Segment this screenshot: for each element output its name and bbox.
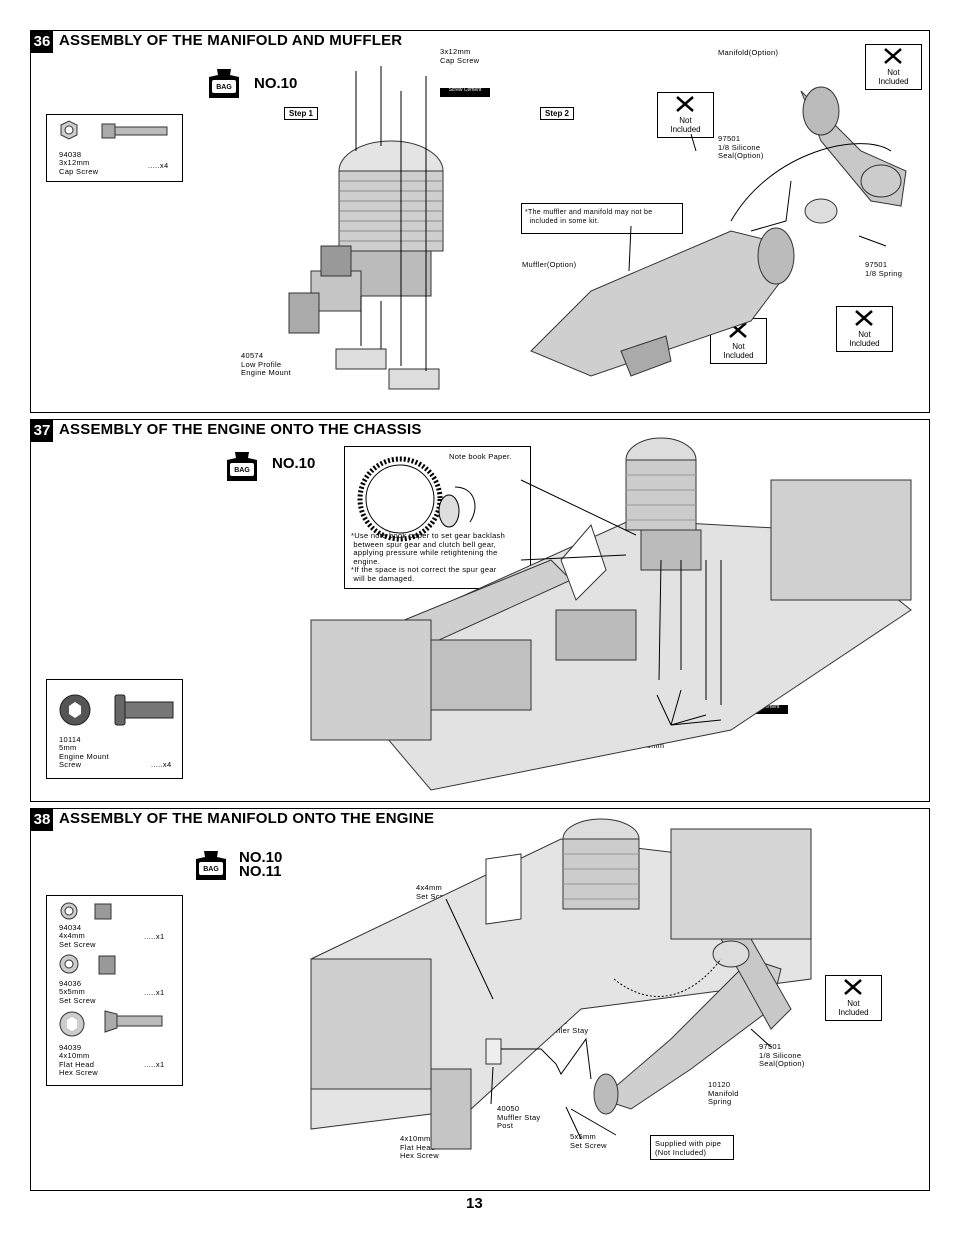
- bag-number: NO.10: [254, 75, 298, 92]
- part-code: 94038: [59, 150, 82, 159]
- part-desc: 5mm Engine Mount Screw: [59, 743, 109, 769]
- step-2-tag: Step 2: [540, 107, 575, 120]
- flat-head-callout: 4x10mm Flat Head Hex Screw: [400, 1134, 439, 1160]
- part-desc: 5x5mm Set Screw: [59, 987, 96, 1005]
- step-number: 38: [31, 809, 53, 831]
- bag-icon: BAG: [206, 63, 242, 99]
- set-screw-5-callout: 5x5mm Set Screw: [570, 1132, 607, 1150]
- spur-gear-illustration: [357, 456, 476, 542]
- manifold-callout: Manifold(Option): [718, 48, 779, 57]
- parts-box: 10114 5mm Engine Mount Screw .....x4: [46, 679, 183, 779]
- part-code: 94034: [59, 923, 82, 932]
- silicone-seal-callout: 97501 1/8 Silicone Seal(Option): [759, 1042, 805, 1068]
- not-included-box: Not Included: [865, 44, 922, 90]
- set-screw-4-callout: 4x4mm Set Screw: [416, 883, 453, 901]
- part-qty: .....x4: [151, 760, 172, 769]
- mount-screw-callout: 10114 Engine Mount Screw 5mm: [622, 724, 672, 750]
- part-desc: 4x4mm Set Screw: [59, 931, 96, 949]
- manifold-spring-callout: 10120 Manifold Spring: [708, 1080, 739, 1106]
- part-code: 94039: [59, 1043, 82, 1052]
- spring-callout: 97501 1/8 Spring: [865, 260, 903, 278]
- svg-text:BAG: BAG: [234, 467, 250, 474]
- screw-cement-tag: Screw Cement: [440, 88, 490, 97]
- step-number: 37: [31, 420, 53, 442]
- bag-icon: BAG: [193, 845, 229, 881]
- step-title: ASSEMBLY OF THE MANIFOLD AND MUFFLER: [59, 32, 403, 49]
- muffler-note: *The muffler and manifold may not be inc…: [521, 203, 683, 234]
- bag-number: NO.11: [239, 863, 282, 880]
- part-qty: .....x1: [144, 988, 165, 997]
- gear-note-text: *Use note book paper to set gear backlas…: [351, 531, 506, 583]
- not-included-box: Not Included: [825, 975, 882, 1021]
- page-number: 13: [466, 1195, 483, 1212]
- stay-post-callout: 40050 Muffler Stay Post: [497, 1104, 541, 1130]
- muffler-stay-callout: 10052 Muffler Stay: [545, 1017, 589, 1035]
- bag-icon: BAG: [224, 446, 260, 482]
- part-code: 94036: [59, 979, 82, 988]
- part-desc: 4x10mm Flat Head Hex Screw: [59, 1051, 98, 1077]
- step-number: 36: [31, 31, 53, 53]
- engine-mount-callout: 40574 Low Profile Engine Mount: [241, 351, 291, 377]
- not-included-box: Not Included: [710, 318, 767, 364]
- parts-box: 94034 4x4mm Set Screw .....x1 94036 5x5m…: [46, 895, 183, 1086]
- screw-cement-tag: Screw Cement: [738, 705, 788, 714]
- parts-box: 94038 3x12mm Cap Screw .....x4: [46, 114, 183, 182]
- svg-text:BAG: BAG: [216, 84, 232, 91]
- step-36-panel: 36 ASSEMBLY OF THE MANIFOLD AND MUFFLER …: [30, 30, 930, 413]
- step-title: ASSEMBLY OF THE MANIFOLD ONTO THE ENGINE: [59, 810, 435, 827]
- step-title: ASSEMBLY OF THE ENGINE ONTO THE CHASSIS: [59, 421, 422, 438]
- step-1-tag: Step 1: [284, 107, 319, 120]
- supplied-with-pipe-note: Supplied with pipe (Not Included): [650, 1135, 734, 1160]
- part-qty: .....x1: [144, 932, 165, 941]
- set-screw-icons: [59, 902, 163, 1037]
- gear-backlash-note-box: Note book Paper. *Use note book paper to…: [344, 446, 531, 589]
- not-included-box: Not Included: [836, 306, 893, 352]
- muffler-callout: Muffler(Option): [522, 260, 577, 269]
- not-included-box: Not Included: [657, 92, 714, 138]
- silicone-seal-callout: 97501 1/8 Silicone Seal(Option): [718, 134, 764, 160]
- paper-label: Note book Paper.: [449, 452, 512, 461]
- step-37-panel: 37 ASSEMBLY OF THE ENGINE ONTO THE CHASS…: [30, 419, 930, 802]
- svg-text:BAG: BAG: [203, 866, 219, 873]
- part-desc: 3x12mm Cap Screw: [59, 158, 99, 176]
- bag-number: NO.10: [239, 849, 283, 866]
- washer-and-cap-screw-icon: [60, 120, 168, 140]
- bag-number: NO.10: [272, 455, 316, 472]
- part-qty: .....x4: [148, 161, 169, 170]
- engine-mount-screw-icon: [59, 694, 174, 726]
- part-qty: .....x1: [144, 1060, 165, 1069]
- step-38-panel: 38 ASSEMBLY OF THE MANIFOLD ONTO THE ENG…: [30, 808, 930, 1191]
- part-code: 10114: [59, 735, 81, 744]
- cap-screw-callout: 3x12mm Cap Screw: [440, 47, 480, 65]
